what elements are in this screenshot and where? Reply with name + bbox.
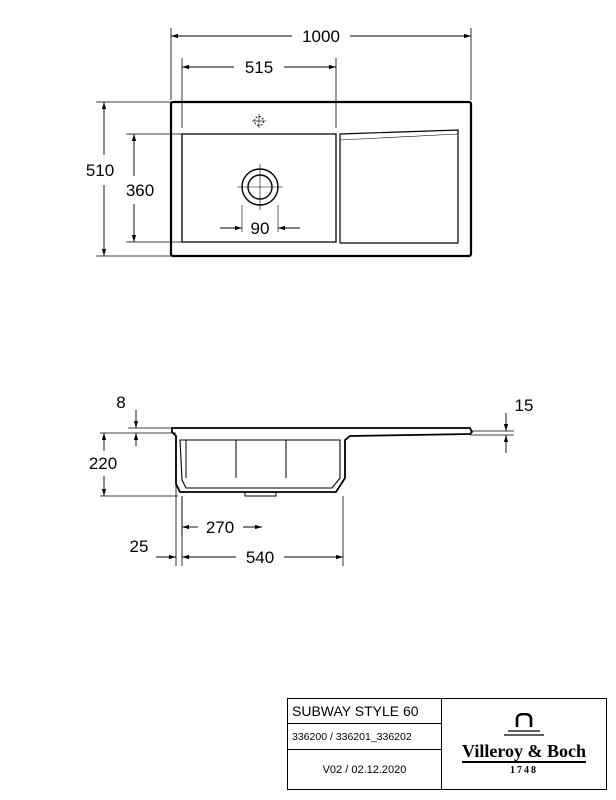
top-view-dimensions: 1000 515 510 360 90 (86, 27, 340, 238)
version-date: V02 / 02.12.2020 (322, 764, 407, 776)
product-name: SUBWAY STYLE 60 (288, 699, 441, 724)
section-view-dimensions: 8 15 220 270 25 540 (89, 393, 534, 567)
bowl-outline (181, 133, 337, 243)
dim-edge: 25 (130, 537, 149, 556)
dim-inner-width: 270 (206, 518, 234, 537)
brand-year: 1748 (510, 764, 538, 776)
tap-hole-icon (252, 114, 266, 128)
dim-overall-depth: 510 (86, 161, 114, 180)
drainer-outline (339, 129, 459, 244)
dim-bowl-height: 220 (89, 454, 117, 473)
dim-bowl-width: 515 (245, 58, 273, 77)
faucet-logo-icon (504, 712, 544, 736)
dim-cabinet: 540 (246, 548, 274, 567)
dim-overall-width: 1000 (302, 27, 340, 46)
dim-drainer-height: 15 (515, 396, 534, 415)
sink-outline (169, 100, 473, 258)
dim-bowl-depth: 360 (126, 181, 154, 200)
top-view (96, 28, 473, 258)
section-view (100, 410, 514, 566)
sink-section (171, 427, 474, 493)
brand-name: Villeroy & Boch (462, 740, 586, 763)
brand-logo: Villeroy & Boch 1748 (442, 699, 606, 789)
drain-icon (237, 164, 283, 232)
title-block-info: SUBWAY STYLE 60 336200 / 336201_336202 V… (288, 699, 442, 789)
dim-rim: 8 (116, 393, 125, 412)
title-block: SUBWAY STYLE 60 336200 / 336201_336202 V… (287, 698, 607, 790)
dim-drain: 90 (251, 219, 270, 238)
product-codes: 336200 / 336201_336202 (288, 724, 441, 750)
